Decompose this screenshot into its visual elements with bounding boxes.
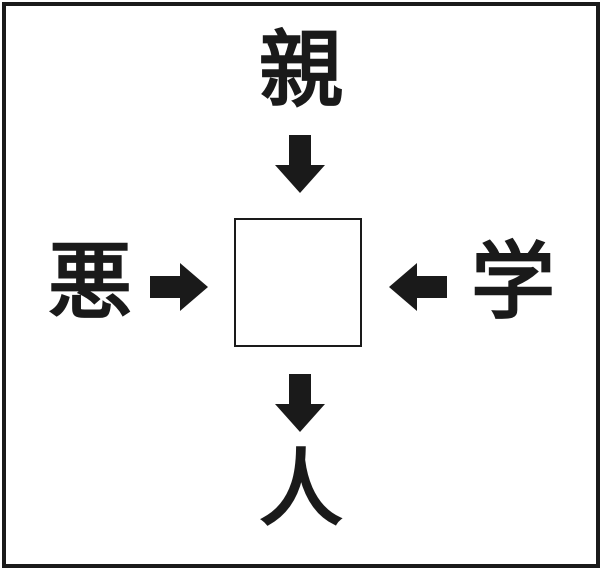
left-kanji: 悪 (47, 232, 132, 331)
answer-box[interactable] (234, 218, 362, 347)
arrow-down-icon (275, 135, 325, 193)
arrow-right-icon (150, 263, 208, 311)
arrow-left-icon (389, 263, 447, 311)
arrow-down-icon (275, 374, 325, 432)
top-kanji: 親 (258, 20, 343, 119)
right-kanji: 学 (470, 232, 555, 331)
bottom-kanji: 人 (258, 439, 343, 538)
